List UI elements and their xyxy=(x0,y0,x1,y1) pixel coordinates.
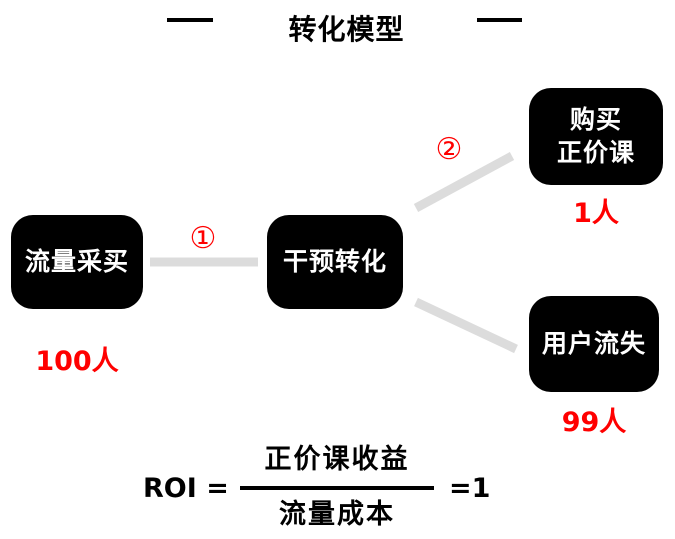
connector-convert-to-churn xyxy=(414,297,518,354)
node-traffic-purchase-label: 流量采买 xyxy=(24,246,129,276)
traffic-count: 100人 xyxy=(35,346,119,377)
roi-fraction-numerator: 正价课收益 xyxy=(264,444,410,475)
title-dash-right xyxy=(477,18,522,22)
roi-formula-rhs: =1 xyxy=(449,473,491,504)
node-user-churn: 用户流失 xyxy=(529,296,659,392)
node-traffic-purchase: 流量采买 xyxy=(11,215,143,309)
step-2-circled-number: ② xyxy=(435,132,463,167)
node-intervention-conversion-label: 干预转化 xyxy=(282,246,387,276)
node-intervention-conversion: 干预转化 xyxy=(267,215,403,309)
connector-convert-to-purchase xyxy=(413,152,515,212)
roi-fraction-denominator: 流量成本 xyxy=(279,499,395,530)
node-buy-full-price-course-label-line2: 正价课 xyxy=(556,137,635,167)
node-buy-full-price-course: 购买 正价课 xyxy=(529,88,663,185)
step-1-circled-number: ① xyxy=(189,221,217,256)
roi-formula-lhs: ROI = xyxy=(143,473,229,504)
roi-fraction-bar xyxy=(240,486,434,490)
page-title: 转化模型 xyxy=(288,13,405,46)
roi-fraction: 正价课收益 流量成本 xyxy=(240,446,434,528)
title-dash-left xyxy=(167,18,213,22)
node-buy-full-price-course-label-line1: 购买 xyxy=(569,105,622,134)
churn-count: 99人 xyxy=(561,407,627,438)
node-user-churn-label: 用户流失 xyxy=(541,328,646,358)
purchase-count: 1人 xyxy=(573,198,619,229)
